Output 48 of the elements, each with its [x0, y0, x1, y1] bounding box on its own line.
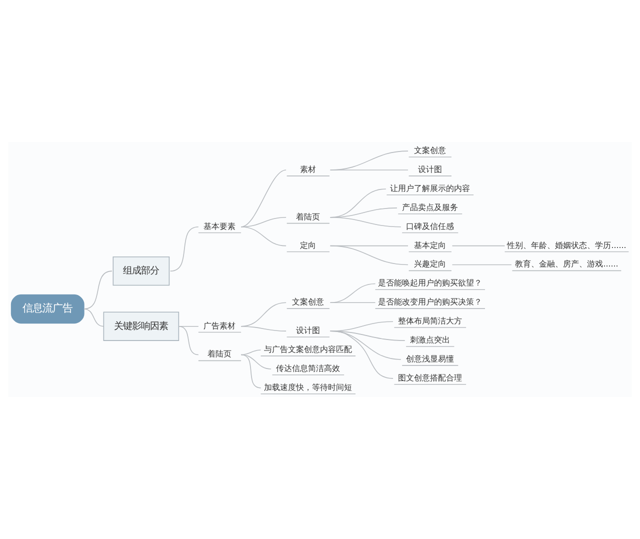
connector [240, 170, 286, 228]
connector [330, 330, 406, 341]
connector [330, 330, 394, 379]
node-text: 文案创意 [292, 298, 324, 307]
node-text: 基本要素 [204, 222, 236, 231]
connector [330, 283, 376, 304]
connector [240, 326, 286, 332]
node-text: 兴趣定向 [414, 260, 446, 269]
connector [240, 350, 262, 356]
node-text: 性别、年龄、婚姻状态、学历...... [507, 240, 626, 250]
node-text: 刺激点突出 [410, 336, 450, 345]
node-text: 着陆页 [208, 350, 232, 359]
node-text: 口碑及信任感 [406, 222, 454, 231]
connector [452, 245, 506, 246]
connector [170, 226, 199, 272]
node-text: 设计图 [418, 165, 442, 174]
node-text: 着陆页 [296, 212, 320, 222]
node-text: 教育、金融、房产、游戏...... [515, 260, 618, 269]
connector [84, 308, 104, 327]
node-text: 与广告文案创意内容匹配 [264, 345, 352, 354]
connector [178, 326, 199, 356]
connector [240, 226, 286, 246]
connector [330, 245, 408, 266]
node-text: 基本定向 [414, 240, 446, 250]
node-text: 创意浅显易懂 [406, 354, 454, 364]
node-text: 整体布局简洁大方 [398, 316, 462, 326]
node-text: 加载速度快，等待时间短 [264, 382, 352, 392]
node-text: 广告素材 [204, 321, 236, 330]
node-box: 组成部分 [112, 256, 170, 286]
node-text: 文案创意 [414, 146, 446, 156]
node-text: 图文创意搭配合理 [398, 373, 462, 382]
node-box: 信息流广告 [10, 294, 84, 324]
node-text: 传达信息简洁高效 [276, 364, 340, 373]
node-text: 定向 [300, 240, 316, 250]
node-box: 关键影响因素 [103, 312, 180, 341]
node-text: 设计图 [296, 326, 320, 336]
connector [330, 302, 376, 304]
connector [84, 270, 112, 310]
connector [240, 354, 262, 388]
node-text: 让用户了解展示的内容 [390, 184, 470, 193]
connector [178, 326, 199, 327]
node-text: 是否能改变用户的购买决策？ [378, 298, 482, 307]
connector [330, 217, 402, 228]
node-text: 素材 [300, 165, 316, 174]
connector [330, 150, 408, 170]
connector [452, 264, 512, 266]
node-text: 是否能唤起用户的购买欲望？ [378, 278, 482, 288]
node-text: 产品卖点及服务 [402, 202, 458, 212]
